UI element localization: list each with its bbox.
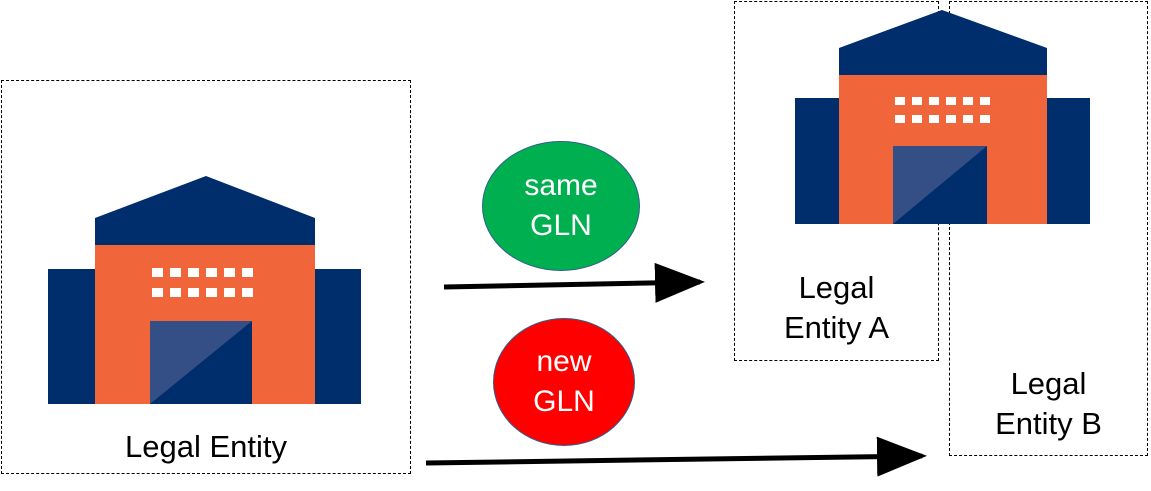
building-roof (95, 176, 315, 245)
source-entity-box (1, 80, 411, 474)
building-wing-left (48, 269, 96, 404)
entity-b-label-line1: Legal (1010, 366, 1087, 401)
building-roof (839, 10, 1047, 75)
building-wing-left (795, 98, 843, 224)
entity-a-label-line2: Entity A (783, 310, 890, 345)
entity-b-label: Legal Entity B (949, 364, 1148, 444)
arrow-to-entity-a (443, 262, 705, 303)
entity-a-label-line1: Legal (798, 270, 875, 305)
source-entity-label: Legal Entity (125, 429, 287, 464)
target-building-icon (795, 10, 1090, 224)
same-gln-line2: GLN (530, 209, 592, 242)
building-windows (152, 268, 253, 297)
building-door-shade (150, 321, 252, 404)
new-gln-line2: GLN (533, 385, 595, 418)
entity-b-label-line2: Entity B (995, 406, 1102, 441)
source-building-icon (48, 176, 361, 404)
building-windows (895, 97, 990, 123)
building-wing-right (313, 269, 361, 404)
building-door-shade (893, 146, 987, 224)
entity-b-box (949, 1, 1148, 456)
same-gln-badge: same GLN (482, 141, 640, 271)
new-gln-line1: new (536, 345, 592, 378)
same-gln-line1: same (524, 169, 598, 202)
building-wing-right (1042, 98, 1090, 224)
arrow-to-entity-b (425, 436, 927, 477)
entity-a-label: Legal Entity A (734, 268, 939, 348)
new-gln-badge: new GLN (493, 318, 635, 446)
